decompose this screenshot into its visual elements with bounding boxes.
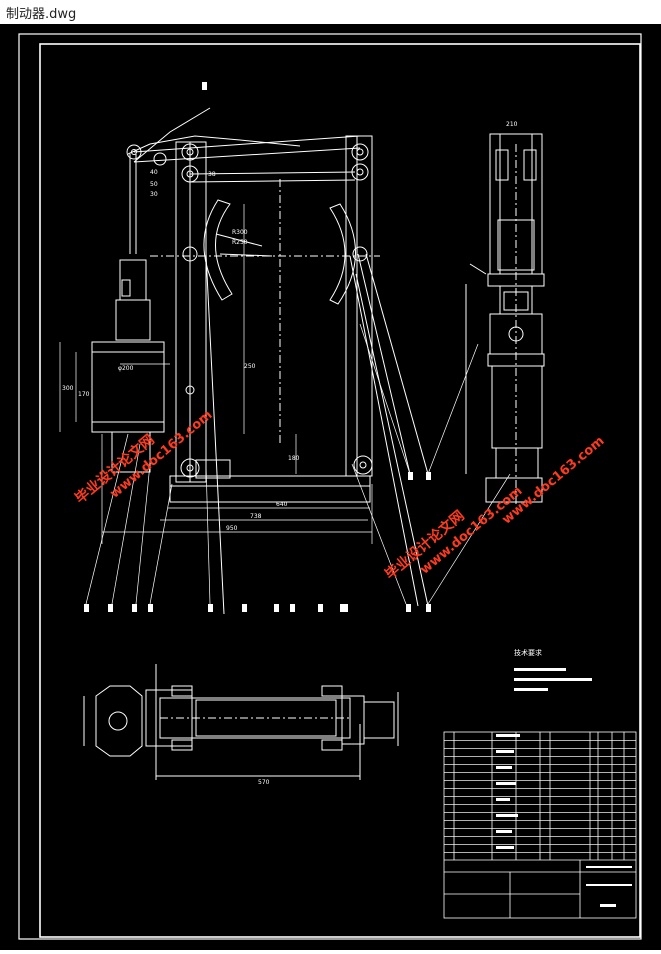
balloon-markers bbox=[84, 82, 431, 612]
dim-250: 250 bbox=[244, 363, 256, 370]
window-title: 制动器.dwg bbox=[6, 7, 77, 22]
dim-38: 38 bbox=[208, 171, 216, 178]
dim-r300: R300 bbox=[232, 229, 248, 236]
dimension-texts: 640 738 950 210 250 180 300 170 φ200 R30… bbox=[62, 121, 518, 786]
side-view bbox=[465, 133, 545, 504]
dim-170: 170 bbox=[78, 391, 90, 398]
dim-50: 50 bbox=[150, 181, 158, 188]
drawing-frame bbox=[39, 43, 641, 938]
dim-738: 738 bbox=[250, 513, 262, 520]
dim-570: 570 bbox=[258, 779, 270, 786]
dim-40: 40 bbox=[150, 169, 158, 176]
dim-30: 30 bbox=[150, 191, 158, 198]
title-block-rows bbox=[444, 734, 636, 907]
front-dimension-lines bbox=[59, 204, 511, 605]
notes-title: 技术要求 bbox=[514, 648, 542, 657]
dim-210: 210 bbox=[506, 121, 518, 128]
title-block bbox=[443, 731, 637, 919]
plan-view bbox=[83, 664, 399, 780]
technical-notes: 技术要求 bbox=[514, 648, 592, 691]
dim-r250: R250 bbox=[232, 239, 248, 246]
dim-phi200: φ200 bbox=[118, 365, 134, 372]
dim-300: 300 bbox=[62, 385, 74, 392]
dim-180: 180 bbox=[288, 455, 300, 462]
window-titlebar: 制动器.dwg bbox=[0, 0, 661, 24]
front-view bbox=[91, 107, 429, 615]
outer-border bbox=[18, 33, 642, 940]
watermarks: 毕业设计论文网 www.doc163.com 毕业设计论文网 www.doc16… bbox=[72, 408, 608, 583]
dim-640: 640 bbox=[276, 501, 288, 508]
dim-950: 950 bbox=[226, 525, 238, 532]
drawing-canvas[interactable]: 640 738 950 210 250 180 300 170 φ200 R30… bbox=[0, 24, 661, 950]
cad-drawing: 640 738 950 210 250 180 300 170 φ200 R30… bbox=[18, 33, 642, 940]
